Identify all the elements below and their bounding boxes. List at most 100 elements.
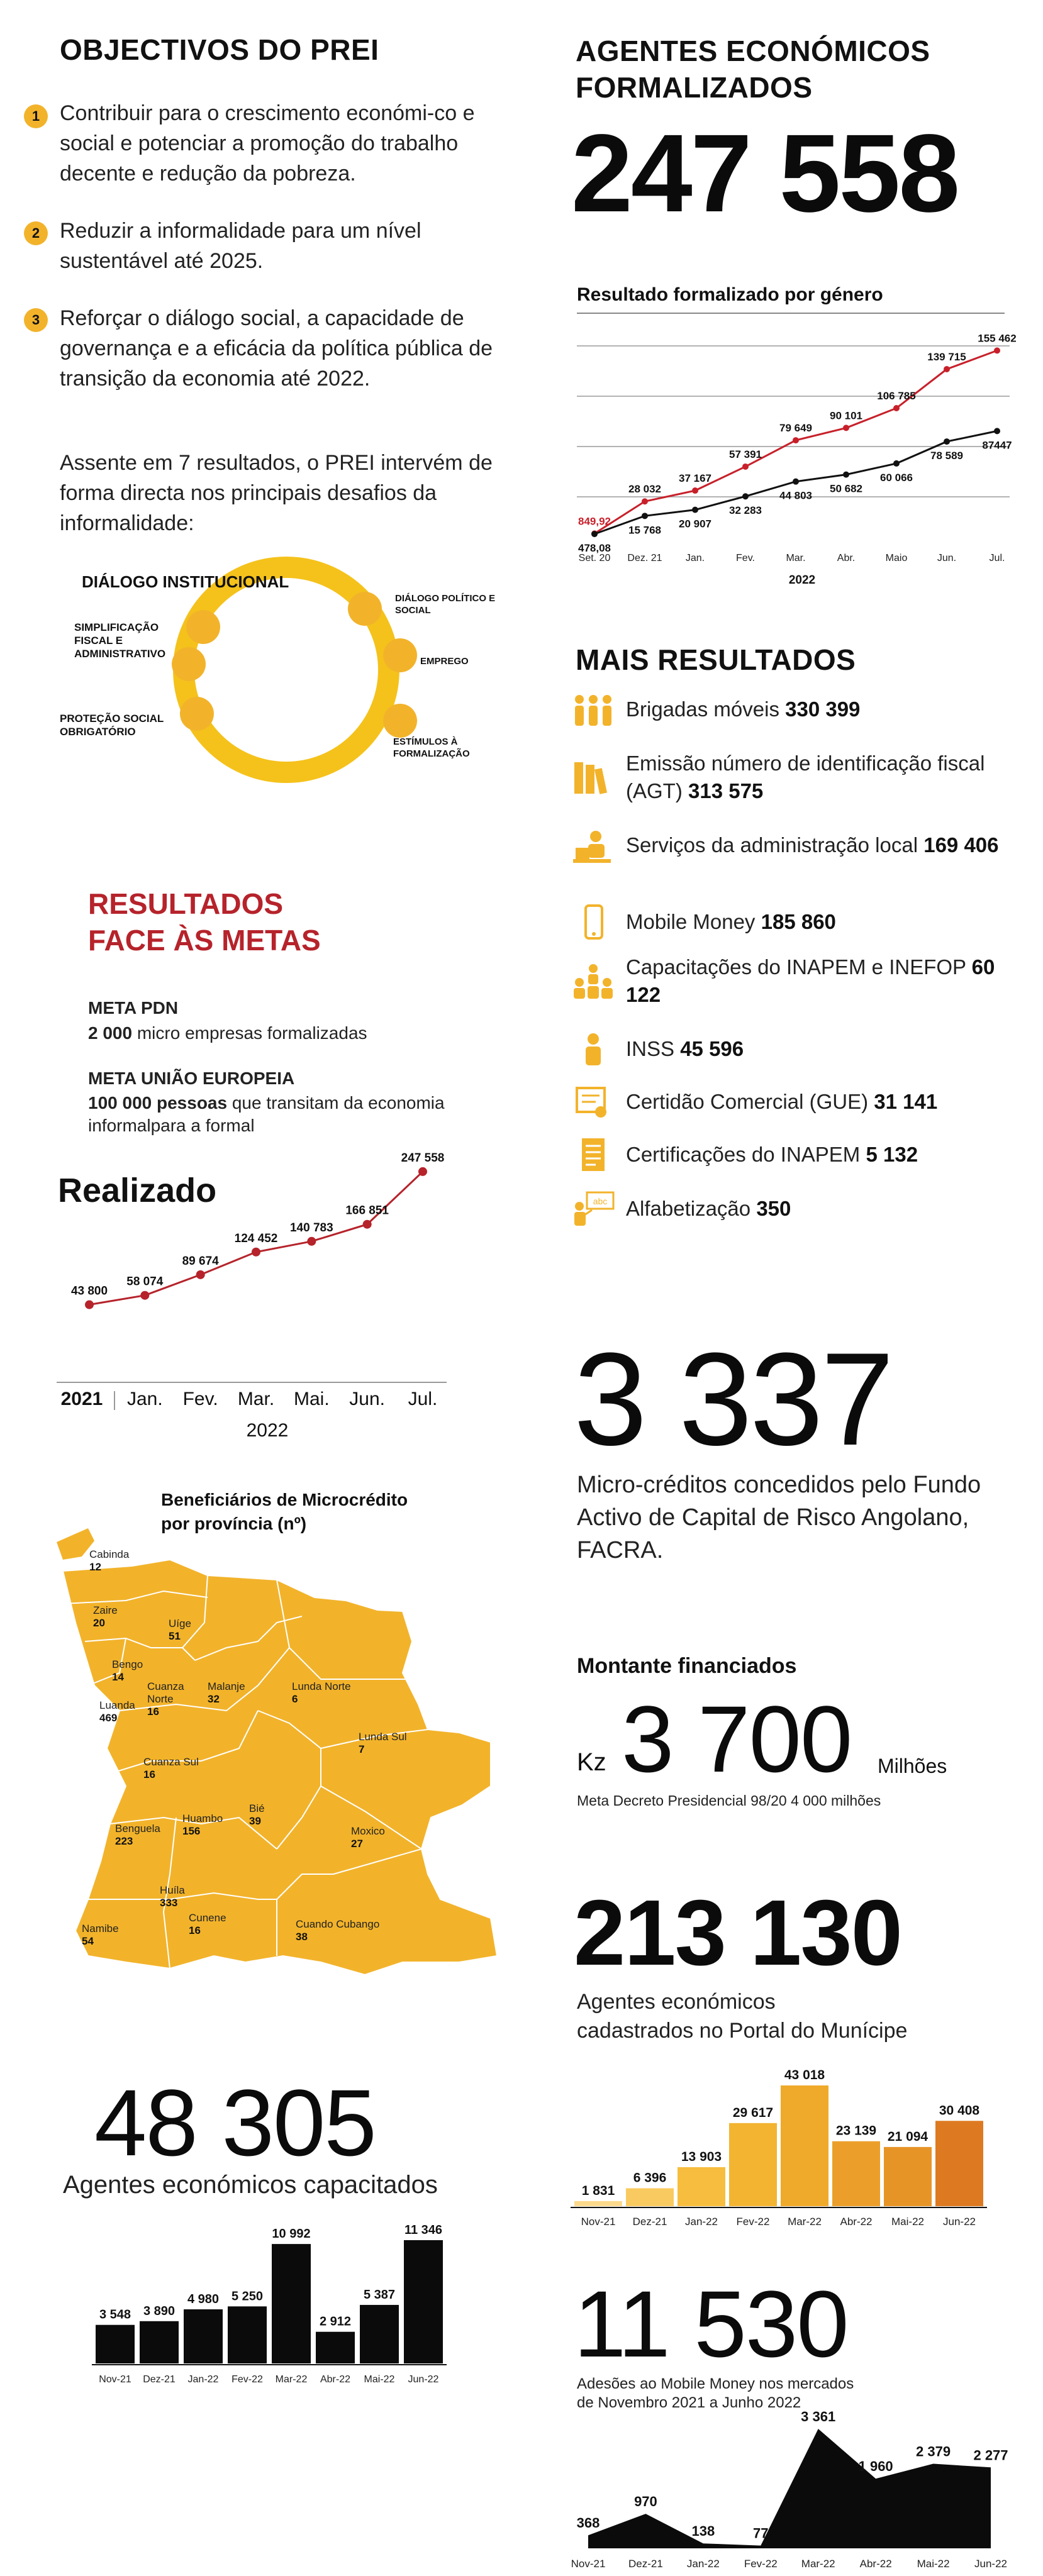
tick-label: Maio [886, 553, 908, 564]
province-name: Benguela [115, 1823, 160, 1835]
wheel-node-5 [383, 638, 417, 672]
result-label-text: Brigadas móveis [626, 697, 786, 721]
funded-amount: 3 700 [622, 1686, 852, 1792]
portal-desc-line-1: Agentes económicos [577, 1990, 776, 2014]
result-value: 60 122 [626, 955, 995, 1006]
realizado-title: Realizado [58, 1172, 217, 1209]
data-label: 6 396 [633, 2170, 667, 2185]
data-label: 50 682 [830, 483, 862, 495]
series-point [893, 460, 900, 467]
map-title-line-1: Beneficiários de Microcrédito [161, 1490, 408, 1509]
portal-desc: Agentes económicos cadastrados no Portal… [577, 1987, 907, 2045]
tick-label: Mai. [294, 1389, 330, 1409]
data-label: 13 903 [681, 2150, 722, 2164]
angola-mainland-shape [62, 1558, 498, 1976]
bar [678, 2167, 725, 2206]
wheel-label-estimulos: ESTÍMULOS À FORMALIZAÇÃO [393, 736, 470, 759]
result-value: 350 [756, 1197, 791, 1220]
bar [626, 2188, 674, 2206]
result-value: 31 141 [874, 1090, 938, 1113]
result-label: INSS 45 596 [626, 1035, 1003, 1063]
data-label: 3 548 [99, 2308, 131, 2322]
portal-total: 213 130 [574, 1881, 903, 1985]
result-value: 330 399 [785, 697, 861, 721]
result-label-text: Mobile Money [626, 910, 761, 933]
mobile-desc-line-1: Adesões ao Mobile Money nos mercados [577, 2375, 854, 2392]
prei-intro: Assente em 7 resultados, o PREI intervém… [60, 451, 493, 535]
province-name: Lunda Norte [292, 1680, 351, 1692]
province-name: Cuando Cubango [296, 1918, 380, 1930]
province-value: 14 [112, 1671, 124, 1683]
province-value: 333 [160, 1897, 178, 1909]
agents-title: AGENTES ECONÓMICOS FORMALIZADOS [576, 35, 930, 104]
tick-label: Nov-21 [581, 2216, 616, 2228]
province-name: Huambo [182, 1813, 223, 1824]
tick-label: Fev-22 [231, 2374, 263, 2385]
result-item: Serviços da administração local 169 406 [569, 826, 1003, 864]
wheel-label-emprego: EMPREGO [420, 656, 469, 667]
province-value: 54 [82, 1935, 94, 1947]
objective-badge-2: 2 [24, 221, 48, 245]
bar [781, 2085, 828, 2206]
result-value: 5 132 [866, 1143, 918, 1166]
mobile-desc-line-2: de Novembro 2021 a Junho 2022 [577, 2394, 801, 2411]
x-group-label: 2022 [247, 1420, 289, 1441]
meta-ue-text: 100 000 pessoas que transitam da economi… [88, 1092, 466, 1137]
province-value: 16 [189, 1924, 201, 1936]
bar [884, 2146, 932, 2206]
series-point [742, 493, 749, 500]
data-label: 89 674 [182, 1255, 220, 1268]
data-label: 478,08 [578, 542, 611, 554]
result-label-text: INSS [626, 1037, 681, 1060]
tick-label: Fev-22 [737, 2216, 770, 2228]
bar [360, 2304, 399, 2363]
realizado-point [307, 1236, 316, 1246]
tick-label: Abr-22 [840, 2216, 872, 2228]
bar [272, 2244, 311, 2363]
tick-label: Mai-22 [917, 2558, 950, 2570]
series-point [994, 428, 1000, 435]
data-label: 155 462 [978, 332, 1016, 344]
province-name: Malanje [208, 1680, 245, 1692]
targets-title: RESULTADOS FACE ÀS METAS [88, 886, 321, 958]
bar [935, 2121, 983, 2206]
result-item: Capacitações do INAPEM e INEFOP 60 122 [569, 953, 1003, 1009]
province-value: 32 [208, 1693, 220, 1705]
tick-label: Mar. [786, 553, 805, 564]
data-label: 21 094 [888, 2129, 929, 2144]
data-label: 4 980 [187, 2292, 219, 2306]
tick-label: Fev. [736, 553, 755, 564]
data-label: 32 283 [729, 504, 762, 516]
result-label: Emissão número de identificação fiscal (… [626, 750, 1003, 805]
wheel-label-dialogo-institucional: DIÁLOGO INSTITUCIONAL [82, 572, 289, 591]
data-label: 106 785 [877, 390, 915, 402]
targets-title-line-2: FACE ÀS METAS [88, 924, 321, 957]
teacher-icon: abc [574, 1191, 615, 1226]
province-value: 16 [143, 1768, 155, 1780]
tick-label: Nov-21 [99, 2374, 131, 2385]
targets-title-line-1: RESULTADOS [88, 887, 284, 920]
meta-pdn-value: 2 000 [88, 1023, 133, 1043]
bar [729, 2123, 777, 2206]
result-label-text: Certidão Comercial (GUE) [626, 1090, 874, 1113]
province-value: 38 [296, 1931, 308, 1943]
series-point [893, 404, 900, 411]
province-name: Cuanza Norte [147, 1680, 184, 1705]
series-point [994, 347, 1000, 354]
tick-label: Fev-22 [744, 2558, 778, 2570]
province-name: Cuanza Sul [143, 1756, 199, 1768]
funded-unit: Milhões [878, 1755, 947, 1777]
data-label: 124 452 [235, 1232, 278, 1245]
province-name: Moxico [351, 1825, 385, 1837]
tick-label: Jun-22 [974, 2558, 1007, 2570]
result-item: Certidão Comercial (GUE) 31 141 [569, 1083, 1003, 1121]
tick-label: Dez. 21 [627, 553, 662, 564]
series-point [843, 425, 849, 431]
data-label: 138 [691, 2523, 715, 2539]
tick-label: Set. 20 [579, 553, 611, 564]
